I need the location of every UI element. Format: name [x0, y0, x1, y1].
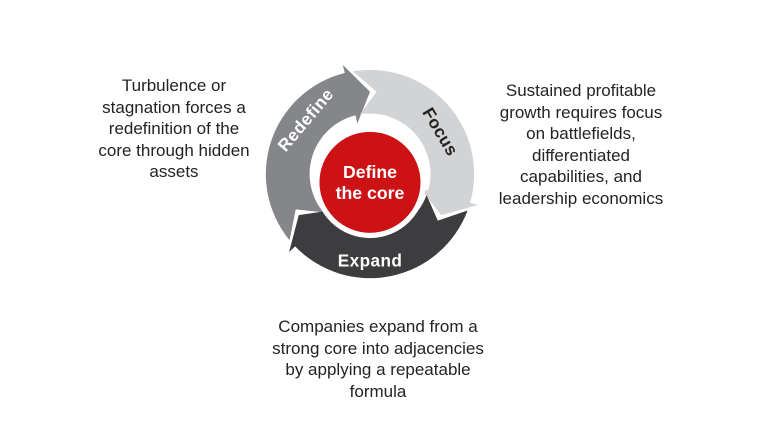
core-circle — [314, 126, 426, 239]
focus-arrow-shape — [352, 69, 479, 216]
redefine-arrow-shape — [265, 64, 370, 241]
core-label-line2: the core — [336, 183, 405, 203]
core-label-line1: Define — [343, 162, 397, 182]
core-cycle-diagram: Redefine Focus Expand Define the core — [265, 64, 479, 279]
expand-arrow-label: Expand — [338, 250, 403, 270]
annotation-expand: Companies expand from a strong core into… — [272, 317, 484, 401]
annotation-redefine: Turbulence or stagnation forces a redefi… — [98, 76, 250, 181]
annotation-focus: Sustained profitable growth requires foc… — [498, 81, 664, 208]
